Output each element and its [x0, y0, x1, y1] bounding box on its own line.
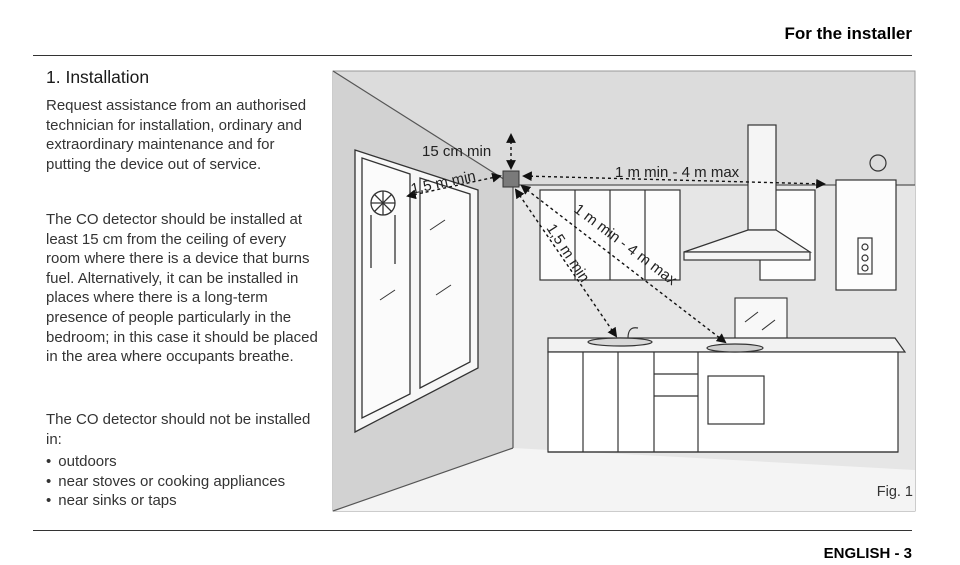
- label-ceiling: 15 cm min: [422, 143, 491, 160]
- lower-cabinets: [547, 327, 907, 453]
- figure-caption: Fig. 1: [876, 484, 913, 500]
- paragraph-assistance: Request assistance from an authorised te…: [46, 97, 307, 173]
- window: [354, 149, 479, 434]
- list-item: near sinks or taps: [46, 491, 285, 511]
- list-item: outdoors: [46, 452, 285, 472]
- co-detector: [502, 170, 520, 188]
- label-boiler: 1 m min - 4 m max: [615, 164, 740, 181]
- paragraph-installation-location: The CO detector should be installed at l…: [46, 211, 318, 366]
- paragraph-not-installed: The CO detector should not be installed …: [46, 411, 311, 448]
- footer-divider: [33, 530, 912, 531]
- arrow-stove: [520, 184, 727, 344]
- arrow-boiler: [522, 171, 826, 189]
- arrow-window: [406, 172, 502, 200]
- kitchen-installation-figure: 15 cm min 1,5 m min 1 m min - 4 m max 1,…: [332, 70, 916, 512]
- header-divider: [33, 55, 912, 56]
- page-footer: ENGLISH - 3: [823, 545, 912, 562]
- restriction-list: outdoors near stoves or cooking applianc…: [46, 452, 285, 511]
- section-title: 1. Installation: [46, 67, 150, 87]
- header-title: For the installer: [784, 24, 912, 43]
- list-item: near stoves or cooking appliances: [46, 472, 285, 492]
- floor: [333, 448, 915, 511]
- boiler: [835, 154, 897, 291]
